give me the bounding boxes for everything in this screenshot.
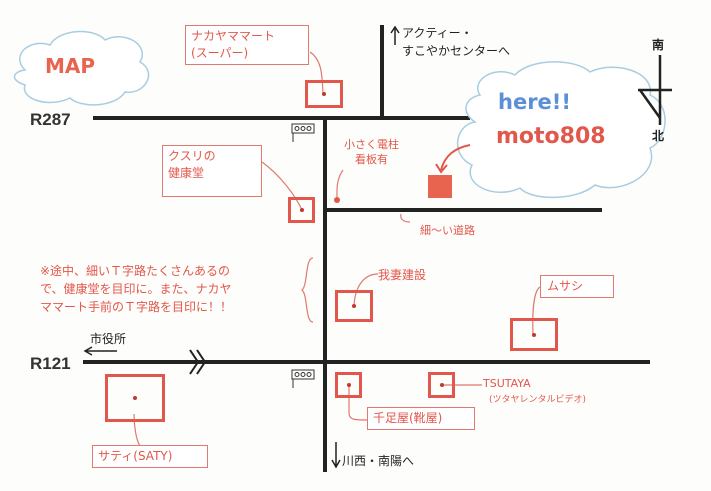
note-line3: ママート手前のＴ字路を目印に！！: [40, 300, 233, 314]
musashi-building: [510, 318, 558, 351]
here-arrow-icon: [435, 144, 471, 174]
arrow-down-icon: [331, 442, 341, 469]
wagatsuma-building: [335, 290, 373, 322]
direction-south: 川西・南陽へ: [342, 454, 415, 468]
home-building: [428, 175, 452, 198]
note-line2: で、健康堂を目印に。また、ナカヤ: [40, 282, 232, 296]
kusuri-label: クスリの 健康堂: [162, 145, 262, 197]
pole-dot: [334, 197, 340, 203]
road-label-r287: R287: [30, 110, 71, 129]
saty-building: [105, 374, 165, 422]
compass-icon: [638, 55, 672, 125]
kusuri-line2: 健康堂: [168, 166, 205, 180]
direction-north-line2: すこやかセンターへ: [402, 44, 511, 58]
road-break-icon: [189, 349, 207, 375]
saty-label: サティ(SATY): [92, 445, 208, 468]
musashi-label: ムサシ: [540, 275, 614, 298]
here-cloud: [456, 61, 666, 199]
nakayama-building: [305, 80, 343, 108]
pole-note-line2: 看板有: [355, 153, 388, 166]
moto808-label: moto808: [496, 124, 606, 149]
tsutaya-subtitle: (ツタヤレンタルビデオ): [489, 395, 587, 405]
note-line1: ※途中、細いＴ字路たくさんあるの: [40, 264, 231, 278]
pole-note: 小さく電柱 看板有: [344, 137, 399, 167]
kusuri-line1: クスリの: [168, 149, 216, 163]
tsutaya-label: TSUTAYA (ツタヤレンタルビデオ): [483, 376, 586, 408]
arrow-left-icon: [83, 346, 117, 356]
nakayama-type: (スーパー): [191, 46, 249, 60]
compass-north: 北: [652, 129, 665, 143]
senzokuya-building: [335, 372, 362, 398]
traffic-light-icon: [291, 369, 315, 388]
note: ※途中、細いＴ字路たくさんあるの で、健康堂を目印に。また、ナカヤ ママート手前…: [40, 262, 232, 316]
direction-north: アクティー・ すこやかセンターへ: [402, 24, 510, 60]
here-label: here!!: [498, 90, 571, 114]
nakayama-label: ナカヤママート (スーパー): [185, 25, 309, 65]
road-label-r121: R121: [30, 354, 71, 373]
arrow-up-icon: [390, 25, 400, 45]
map-cloud: [13, 30, 150, 106]
pole-note-line1: 小さく電柱: [344, 138, 399, 151]
map-title: MAP: [45, 54, 96, 78]
compass-south: 南: [652, 38, 665, 52]
traffic-light-icon: [291, 123, 315, 142]
wagatsuma-label: 我妻建設: [378, 268, 427, 282]
senzokuya-label: 千足屋(靴屋): [367, 407, 475, 430]
tsutaya-name: TSUTAYA: [483, 377, 531, 390]
direction-north-line1: アクティー・: [402, 26, 473, 40]
narrow-road-label: 細〜い道路: [420, 224, 475, 237]
kusuri-building: [288, 197, 315, 223]
tsutaya-building: [428, 372, 455, 398]
direction-city-hall: 市役所: [90, 332, 127, 346]
nakayama-name: ナカヤママート: [191, 29, 276, 43]
